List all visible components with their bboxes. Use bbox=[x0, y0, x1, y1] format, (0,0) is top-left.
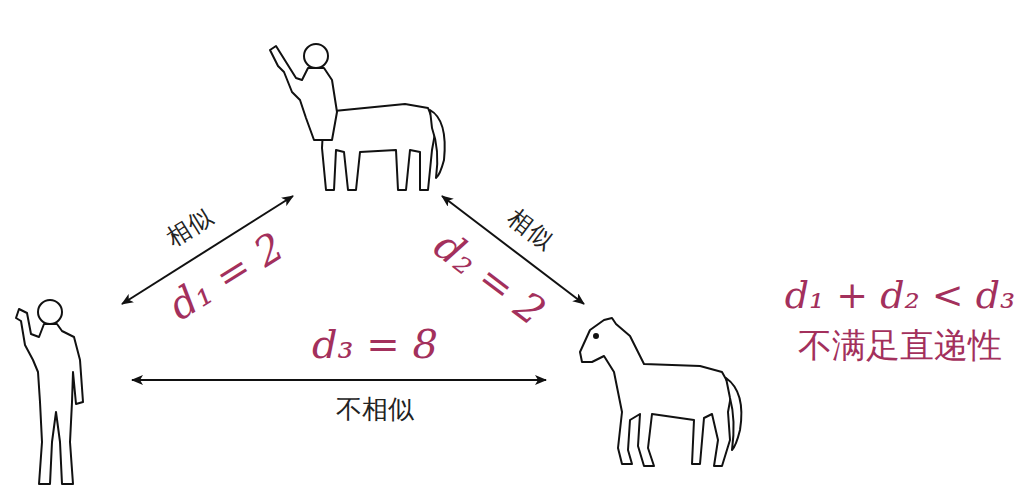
distance-label: d₃ = 8 bbox=[312, 321, 438, 367]
similar-label: 相似 bbox=[162, 204, 217, 253]
dissimilar-label: 不相似 bbox=[336, 395, 414, 425]
centaur-figure bbox=[270, 44, 445, 190]
man-figure bbox=[16, 300, 83, 484]
horse-figure bbox=[580, 318, 741, 466]
dissimilar-arrow bbox=[132, 379, 546, 381]
inequality-note: d₁ + d₂ < d₃ bbox=[785, 274, 1016, 318]
conclusion-note: 不满足直递性 bbox=[798, 326, 1002, 365]
